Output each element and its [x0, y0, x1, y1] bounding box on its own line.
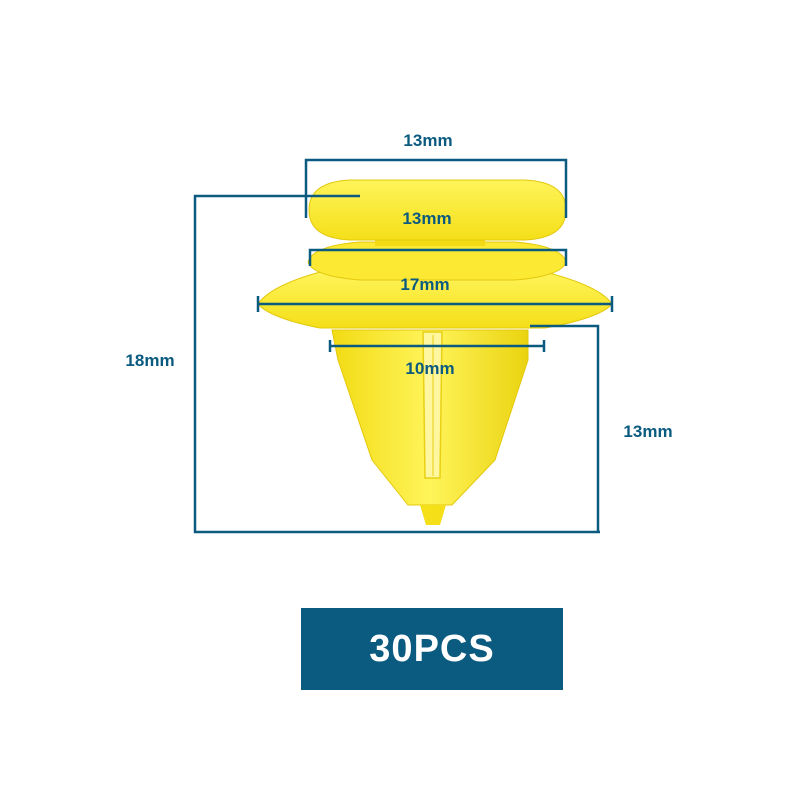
dim-line-head-top [304, 158, 568, 218]
dim-label-head-bottom: 13mm [402, 209, 452, 228]
plastic-clip [257, 179, 613, 525]
clip-tip [420, 505, 446, 525]
dim-label-stem: 10mm [405, 359, 455, 378]
dim-label-total-height: 18mm [125, 351, 175, 370]
dim-line-total-height [193, 194, 600, 534]
dim-line-stem-height [530, 324, 600, 532]
quantity-badge: 30PCS [301, 608, 563, 690]
quantity-label: 30PCS [369, 627, 495, 670]
dim-label-stem-height: 13mm [623, 422, 673, 441]
dim-label-flange: 17mm [400, 275, 450, 294]
dim-line-head-bottom [308, 248, 568, 266]
dim-label-head-top: 13mm [403, 131, 453, 150]
dimension-lines [193, 158, 614, 534]
